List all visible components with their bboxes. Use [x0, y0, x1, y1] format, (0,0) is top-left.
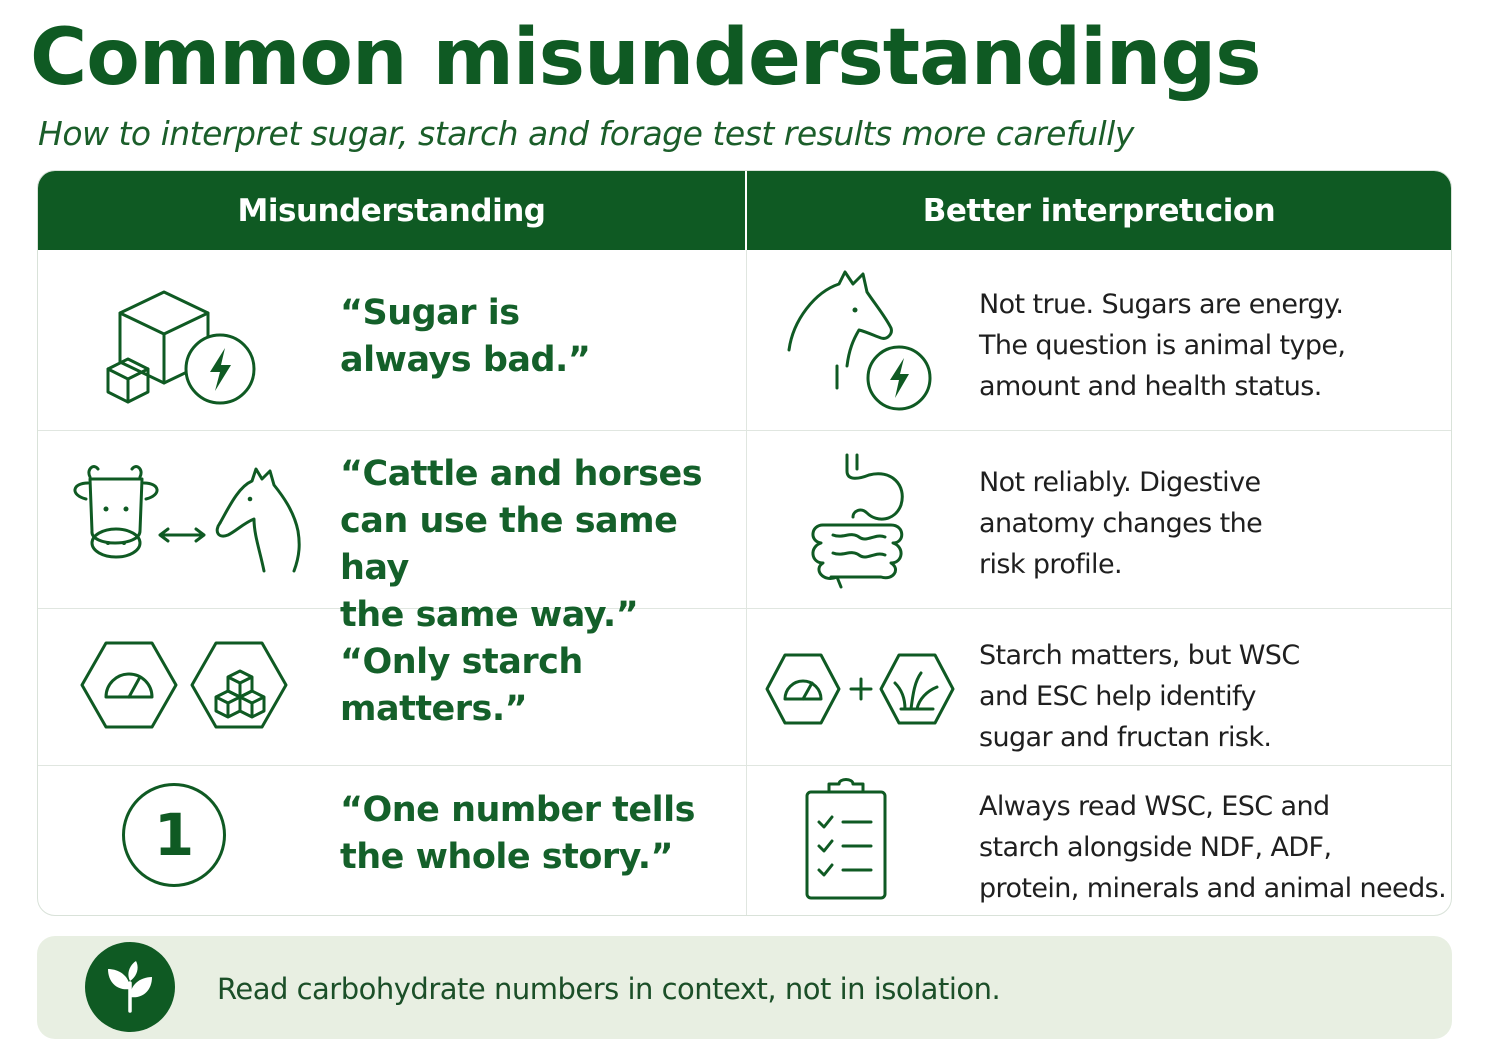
- misunderstanding-cell: “Only starch matters.”: [38, 609, 747, 765]
- interpretation-cell: Not reliably. Digestive anatomy changes …: [747, 431, 1451, 608]
- horse-head-icon: [787, 270, 932, 411]
- number-one-icon: 1: [122, 783, 226, 887]
- misunderstanding-cell: 1 “One number tells the whole story.”: [38, 766, 747, 915]
- energy-bolt-icon: [210, 348, 231, 391]
- plus-icon: [849, 677, 873, 701]
- cube-icon: [106, 290, 256, 405]
- misunderstanding-cell: “Sugar is always bad.”: [38, 250, 747, 430]
- interpretation-cell: Starch matters, but WSC and ESC help ide…: [747, 609, 1451, 765]
- misunderstanding-text: “One number tells the whole story.”: [340, 790, 695, 877]
- clipboard-checklist-icon: [805, 778, 887, 900]
- footer-callout: Read carbohydrate numbers in context, no…: [37, 936, 1452, 1039]
- interpretation-cell: Not true. Sugars are energy. The questio…: [747, 250, 1451, 430]
- gauge-hexagon-icon: [765, 653, 955, 725]
- gauge-hexagon-icon: [80, 641, 288, 729]
- header-better-interpretation: Better interpretιcion: [922, 192, 1276, 229]
- horse-head-icon: [218, 467, 301, 573]
- cow-icon: [73, 465, 301, 573]
- table-header: Misunderstanding Better interpretιcion: [38, 171, 1451, 250]
- misunderstanding-cell: “Cattle and horses can use the same hay …: [38, 431, 747, 635]
- table-row: 1 “One number tells the whole story.” Al…: [38, 765, 1451, 915]
- misunderstanding-text: “Cattle and horses can use the same hay …: [340, 454, 703, 635]
- footer-text: Read carbohydrate numbers in context, no…: [217, 972, 1001, 1006]
- misunderstanding-text: “Only starch matters.”: [340, 642, 583, 729]
- cubes-hexagon-icon: [190, 641, 288, 729]
- energy-bolt-icon: [890, 358, 909, 398]
- misunderstandings-table: Misunderstanding Better interpretιcion “…: [37, 170, 1452, 916]
- table-row: “Only starch matters.” Starch matters, b…: [38, 608, 1451, 765]
- leaf-sprout-icon: [108, 961, 152, 1013]
- digestive-tract-icon: [811, 453, 904, 589]
- interpretation-text: Not true. Sugars are energy. The questio…: [979, 289, 1346, 402]
- interpretation-text: Not reliably. Digestive anatomy changes …: [979, 467, 1263, 580]
- grass-hexagon-icon: [879, 653, 955, 725]
- double-arrow-icon: [158, 527, 206, 543]
- table-row: “Cattle and horses can use the same hay …: [38, 430, 1451, 635]
- interpretation-text: Always read WSC, ESC and starch alongsid…: [979, 791, 1447, 904]
- header-misunderstanding: Misunderstanding: [38, 171, 747, 250]
- page-subtitle: How to interpret sugar, starch and forag…: [38, 114, 1134, 153]
- table-row: “Sugar is always bad.” Not true. Sugars …: [38, 250, 1451, 430]
- interpretation-text: Starch matters, but WSC and ESC help ide…: [979, 640, 1300, 753]
- misunderstanding-text: “Sugar is always bad.”: [340, 293, 591, 380]
- page-title: Common misunderstandings: [30, 13, 1262, 103]
- footer-badge: [85, 942, 175, 1032]
- interpretation-cell: Always read WSC, ESC and starch alongsid…: [747, 766, 1451, 915]
